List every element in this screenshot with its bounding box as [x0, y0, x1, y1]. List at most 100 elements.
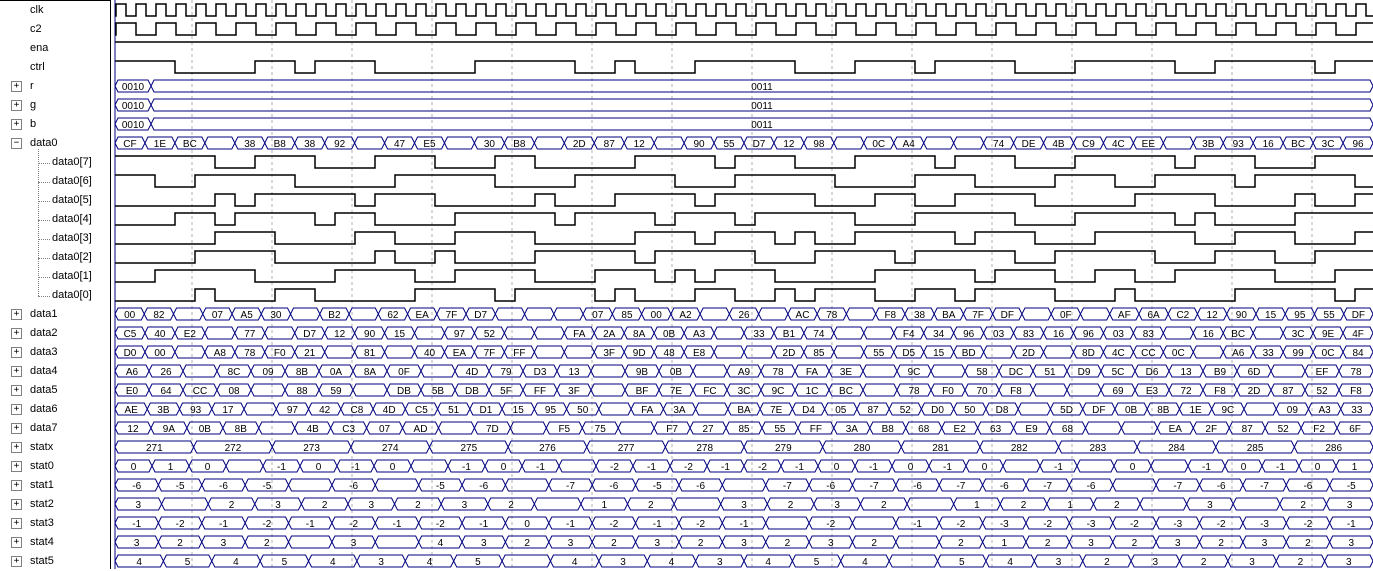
expand-icon[interactable]: +: [11, 328, 22, 339]
bus-value: -2: [610, 462, 619, 473]
expand-icon[interactable]: +: [11, 385, 22, 396]
signal-row-r[interactable]: +r: [0, 77, 110, 96]
bus-value: F0: [942, 386, 954, 397]
bus-value: -1: [721, 462, 730, 473]
signal-name: stat3: [30, 517, 54, 529]
expand-icon[interactable]: +: [11, 423, 22, 434]
signal-row-stat3[interactable]: + stat3: [0, 514, 110, 533]
expand-icon[interactable]: +: [11, 404, 22, 415]
signal-row-stat0[interactable]: +stat0: [0, 457, 110, 476]
expand-icon[interactable]: +: [11, 537, 22, 548]
bus-value: 74: [813, 329, 825, 340]
signal-row-data3[interactable]: +data3: [0, 343, 110, 362]
signal-row-data2[interactable]: +data2: [0, 324, 110, 343]
collapse-icon[interactable]: −: [11, 138, 22, 149]
bus-value: DB: [397, 386, 411, 397]
bus-value: 0: [982, 462, 988, 473]
signal-row-data0-6[interactable]: data0[6]: [0, 172, 110, 191]
bus-value: -6: [1000, 481, 1009, 492]
signal-row-data1[interactable]: +data1: [0, 305, 110, 324]
expand-icon[interactable]: +: [11, 119, 22, 130]
bus-value: EA: [453, 348, 467, 359]
bus-value: BA: [737, 405, 751, 416]
signal-row-ctrl[interactable]: ctrl: [0, 58, 110, 77]
signal-row-statx[interactable]: + statx: [0, 438, 110, 457]
bus-value: 07: [212, 310, 224, 321]
signal-row-c2[interactable]: c2: [0, 20, 110, 39]
signal-row-data0-5[interactable]: data0[5]: [0, 191, 110, 210]
bus-value: 3A: [673, 405, 686, 416]
expand-icon[interactable]: +: [11, 518, 22, 529]
signal-row-data0-1[interactable]: data0[1]: [0, 267, 110, 286]
bus-value: -2: [609, 519, 618, 530]
bus-value: 2: [788, 500, 794, 511]
bus-value: -2: [1303, 519, 1312, 530]
bus-value: -6: [219, 481, 228, 492]
bus-value: 4: [330, 557, 336, 568]
bus-value: 0010: [122, 101, 145, 112]
expand-icon[interactable]: +: [11, 81, 22, 92]
signal-row-data0-4[interactable]: data0[4]: [0, 210, 110, 229]
signal-row-data5[interactable]: +data5: [0, 381, 110, 400]
bus-value: BA: [942, 310, 956, 321]
signal-row-data0-7[interactable]: data0[7]: [0, 153, 110, 172]
bus-value: 283: [1089, 443, 1106, 454]
signal-row-g[interactable]: +g: [0, 96, 110, 115]
signal-row-stat4[interactable]: +stat4: [0, 533, 110, 552]
expand-icon[interactable]: +: [11, 480, 22, 491]
bit-trace: [115, 60, 1373, 74]
signal-name: statx: [30, 441, 54, 453]
signal-row-clk[interactable]: clk: [0, 1, 110, 20]
signal-row-ena[interactable]: ena: [0, 39, 110, 58]
bus-value: 279: [775, 443, 792, 454]
signal-row-data6[interactable]: +data6: [0, 400, 110, 419]
bus-value: E0: [126, 386, 139, 397]
expand-icon[interactable]: +: [11, 366, 22, 377]
bus-value: 2D: [1248, 386, 1261, 397]
bus-value: -1: [277, 462, 286, 473]
signal-row-stat2[interactable]: +stat2: [0, 495, 110, 514]
bus-value: B8: [274, 139, 287, 150]
bit-trace: [115, 22, 1373, 36]
signal-row-stat5[interactable]: + stat5: [0, 552, 110, 571]
bus-value: 48: [664, 348, 676, 359]
bus-value: F5: [558, 424, 570, 435]
bus-value: B2: [328, 310, 341, 321]
wave-clk: [115, 3, 1373, 17]
expand-icon[interactable]: +: [11, 442, 22, 453]
signal-name: stat5: [30, 555, 54, 567]
signal-name: c2: [30, 23, 42, 35]
signal-row-stat1[interactable]: + stat1: [0, 476, 110, 495]
expand-icon[interactable]: +: [11, 309, 22, 320]
bus-value: D0: [931, 405, 944, 416]
bus-value: 15: [394, 329, 406, 340]
bus-value: EA: [416, 310, 430, 321]
bus-value: 2: [698, 538, 704, 549]
signal-name: r: [30, 80, 34, 92]
signal-name: data0[6]: [52, 175, 92, 187]
bus-value: 09: [262, 367, 274, 378]
expand-icon[interactable]: +: [11, 461, 22, 472]
bus-value: D4: [802, 405, 815, 416]
bus-value: 40: [424, 348, 436, 359]
bus-value: 2: [1104, 557, 1110, 568]
expand-icon[interactable]: +: [11, 556, 22, 567]
expand-icon[interactable]: +: [11, 499, 22, 510]
signal-row-data0-3[interactable]: data0[3]: [0, 229, 110, 248]
bus-value: 3: [1175, 538, 1181, 549]
signal-row-data0-0[interactable]: data0[0]: [0, 286, 110, 305]
signal-name: stat1: [30, 479, 54, 491]
bus-value: 70: [976, 386, 988, 397]
signal-row-data7[interactable]: +data7: [0, 419, 110, 438]
bus-value: 0: [1315, 462, 1321, 473]
expand-icon[interactable]: +: [11, 347, 22, 358]
expand-icon[interactable]: +: [11, 100, 22, 111]
signal-row-b[interactable]: +b: [0, 115, 110, 134]
signal-row-data0[interactable]: −data0: [0, 134, 110, 153]
signal-row-data4[interactable]: +data4: [0, 362, 110, 381]
signal-row-data0-2[interactable]: data0[2]: [0, 248, 110, 267]
bus-value: 83: [1143, 329, 1155, 340]
